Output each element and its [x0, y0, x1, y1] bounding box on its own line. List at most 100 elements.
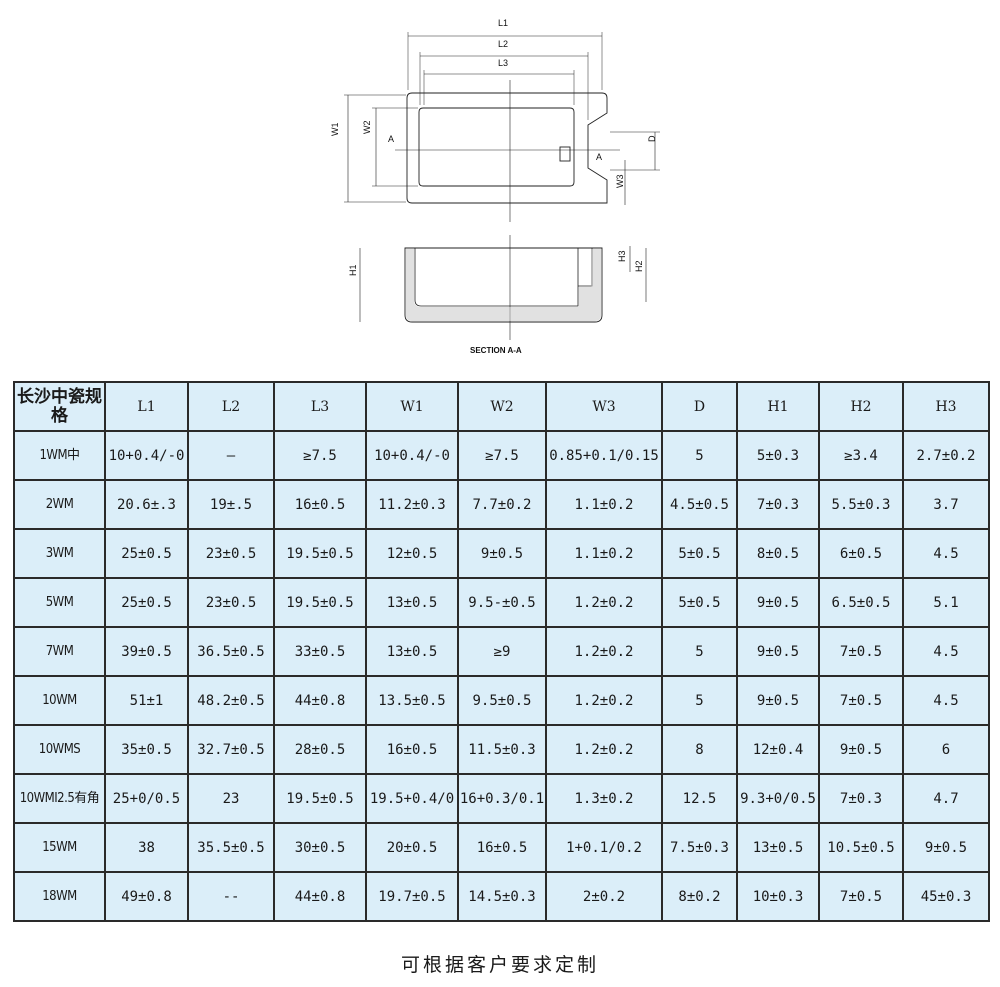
header-row: 长沙中瓷规格 L1 L2 L3 W1 W2 W3 D H1 H2 H3: [13, 381, 990, 432]
value-cell: ≥9: [457, 626, 547, 677]
value-cell: 9.5-±0.5: [457, 577, 547, 628]
value-cell: 32.7±0.5: [187, 724, 275, 775]
section-hatch: [406, 249, 601, 321]
value-cell: 14.5±0.3: [457, 871, 547, 922]
value-cell: 12±0.4: [736, 724, 820, 775]
value-cell: 4.7: [902, 773, 990, 824]
value-cell: 11.2±0.3: [365, 479, 459, 530]
value-cell: 23: [187, 773, 275, 824]
label-D: D: [647, 135, 657, 142]
value-cell: 10+0.4/-0: [365, 430, 459, 481]
value-cell: 35±0.5: [104, 724, 189, 775]
value-cell: 5: [661, 430, 738, 481]
value-cell: 36.5±0.5: [187, 626, 275, 677]
spec-table: 长沙中瓷规格 L1 L2 L3 W1 W2 W3 D H1 H2 H3 1WM中…: [13, 381, 990, 922]
value-cell: 9±0.5: [736, 626, 820, 677]
header-W3: W3: [545, 381, 663, 432]
value-cell: 1.2±0.2: [545, 724, 663, 775]
model-cell: 10WMS: [13, 724, 106, 775]
header-corner: 长沙中瓷规格: [13, 381, 106, 432]
value-cell: 16±0.5: [273, 479, 367, 530]
label-H3: H3: [617, 250, 627, 262]
header-H1: H1: [736, 381, 820, 432]
value-cell: 16±0.5: [365, 724, 459, 775]
value-cell: 2.7±0.2: [902, 430, 990, 481]
value-cell: 9±0.5: [736, 577, 820, 628]
value-cell: 1.1±0.2: [545, 528, 663, 579]
value-cell: 7±0.5: [818, 675, 904, 726]
header-H2: H2: [818, 381, 904, 432]
label-H1: H1: [348, 264, 358, 276]
section-view-outline: [404, 247, 603, 323]
value-cell: 8±0.5: [736, 528, 820, 579]
value-cell: 4.5: [902, 626, 990, 677]
model-cell: 3WM: [13, 528, 106, 579]
value-cell: 5±0.3: [736, 430, 820, 481]
value-cell: 5: [661, 675, 738, 726]
value-cell: 5.5±0.3: [818, 479, 904, 530]
label-L2: L2: [498, 39, 508, 49]
value-cell: 4.5: [902, 528, 990, 579]
value-cell: --: [187, 871, 275, 922]
value-cell: 0.85+0.1/0.15: [545, 430, 663, 481]
value-cell: 10+0.4/-0: [104, 430, 189, 481]
value-cell: 33±0.5: [273, 626, 367, 677]
technical-drawing: L1 L2 L3 W1 W2 D W3 A A H1 H3 H2 SECTION…: [330, 18, 660, 355]
value-cell: 16±0.5: [457, 822, 547, 873]
header-L3: L3: [273, 381, 367, 432]
value-cell: 7.7±0.2: [457, 479, 547, 530]
value-cell: 5±0.5: [661, 528, 738, 579]
value-cell: 13±0.5: [365, 577, 459, 628]
value-cell: 49±0.8: [104, 871, 189, 922]
value-cell: 20±0.5: [365, 822, 459, 873]
value-cell: 48.2±0.5: [187, 675, 275, 726]
custom-order-note: 可根据客户要求定制: [400, 954, 599, 976]
value-cell: 25±0.5: [104, 577, 189, 628]
value-cell: 9±0.5: [902, 822, 990, 873]
section-caption: SECTION A-A: [470, 346, 522, 355]
value-cell: 9±0.5: [818, 724, 904, 775]
header-D: D: [661, 381, 738, 432]
value-cell: 19.5±0.5: [273, 577, 367, 628]
value-cell: 39±0.5: [104, 626, 189, 677]
value-cell: 13±0.5: [736, 822, 820, 873]
value-cell: 4.5: [902, 675, 990, 726]
label-A-left: A: [388, 134, 394, 144]
label-L3: L3: [498, 58, 508, 68]
value-cell: 13.5±0.5: [365, 675, 459, 726]
label-A-right: A: [596, 152, 602, 162]
value-cell: 2±0.2: [545, 871, 663, 922]
value-cell: 30±0.5: [273, 822, 367, 873]
header-W2: W2: [457, 381, 547, 432]
header-L2: L2: [187, 381, 275, 432]
value-cell: ≥7.5: [273, 430, 367, 481]
value-cell: 9.3+0/0.5: [736, 773, 820, 824]
label-W1: W1: [330, 123, 340, 137]
label-H2: H2: [634, 260, 644, 272]
value-cell: 23±0.5: [187, 577, 275, 628]
value-cell: 5±0.5: [661, 577, 738, 628]
value-cell: 35.5±0.5: [187, 822, 275, 873]
value-cell: 44±0.8: [273, 675, 367, 726]
value-cell: 5.1: [902, 577, 990, 628]
value-cell: 9±0.5: [457, 528, 547, 579]
value-cell: 1.3±0.2: [545, 773, 663, 824]
value-cell: 6±0.5: [818, 528, 904, 579]
top-view-inner: [418, 107, 575, 187]
value-cell: 7±0.5: [818, 626, 904, 677]
value-cell: 1+0.1/0.2: [545, 822, 663, 873]
model-cell: 7WM: [13, 626, 106, 677]
label-W2: W2: [362, 121, 372, 135]
header-H3: H3: [902, 381, 990, 432]
value-cell: 7±0.3: [736, 479, 820, 530]
value-cell: 1.2±0.2: [545, 675, 663, 726]
value-cell: 11.5±0.3: [457, 724, 547, 775]
